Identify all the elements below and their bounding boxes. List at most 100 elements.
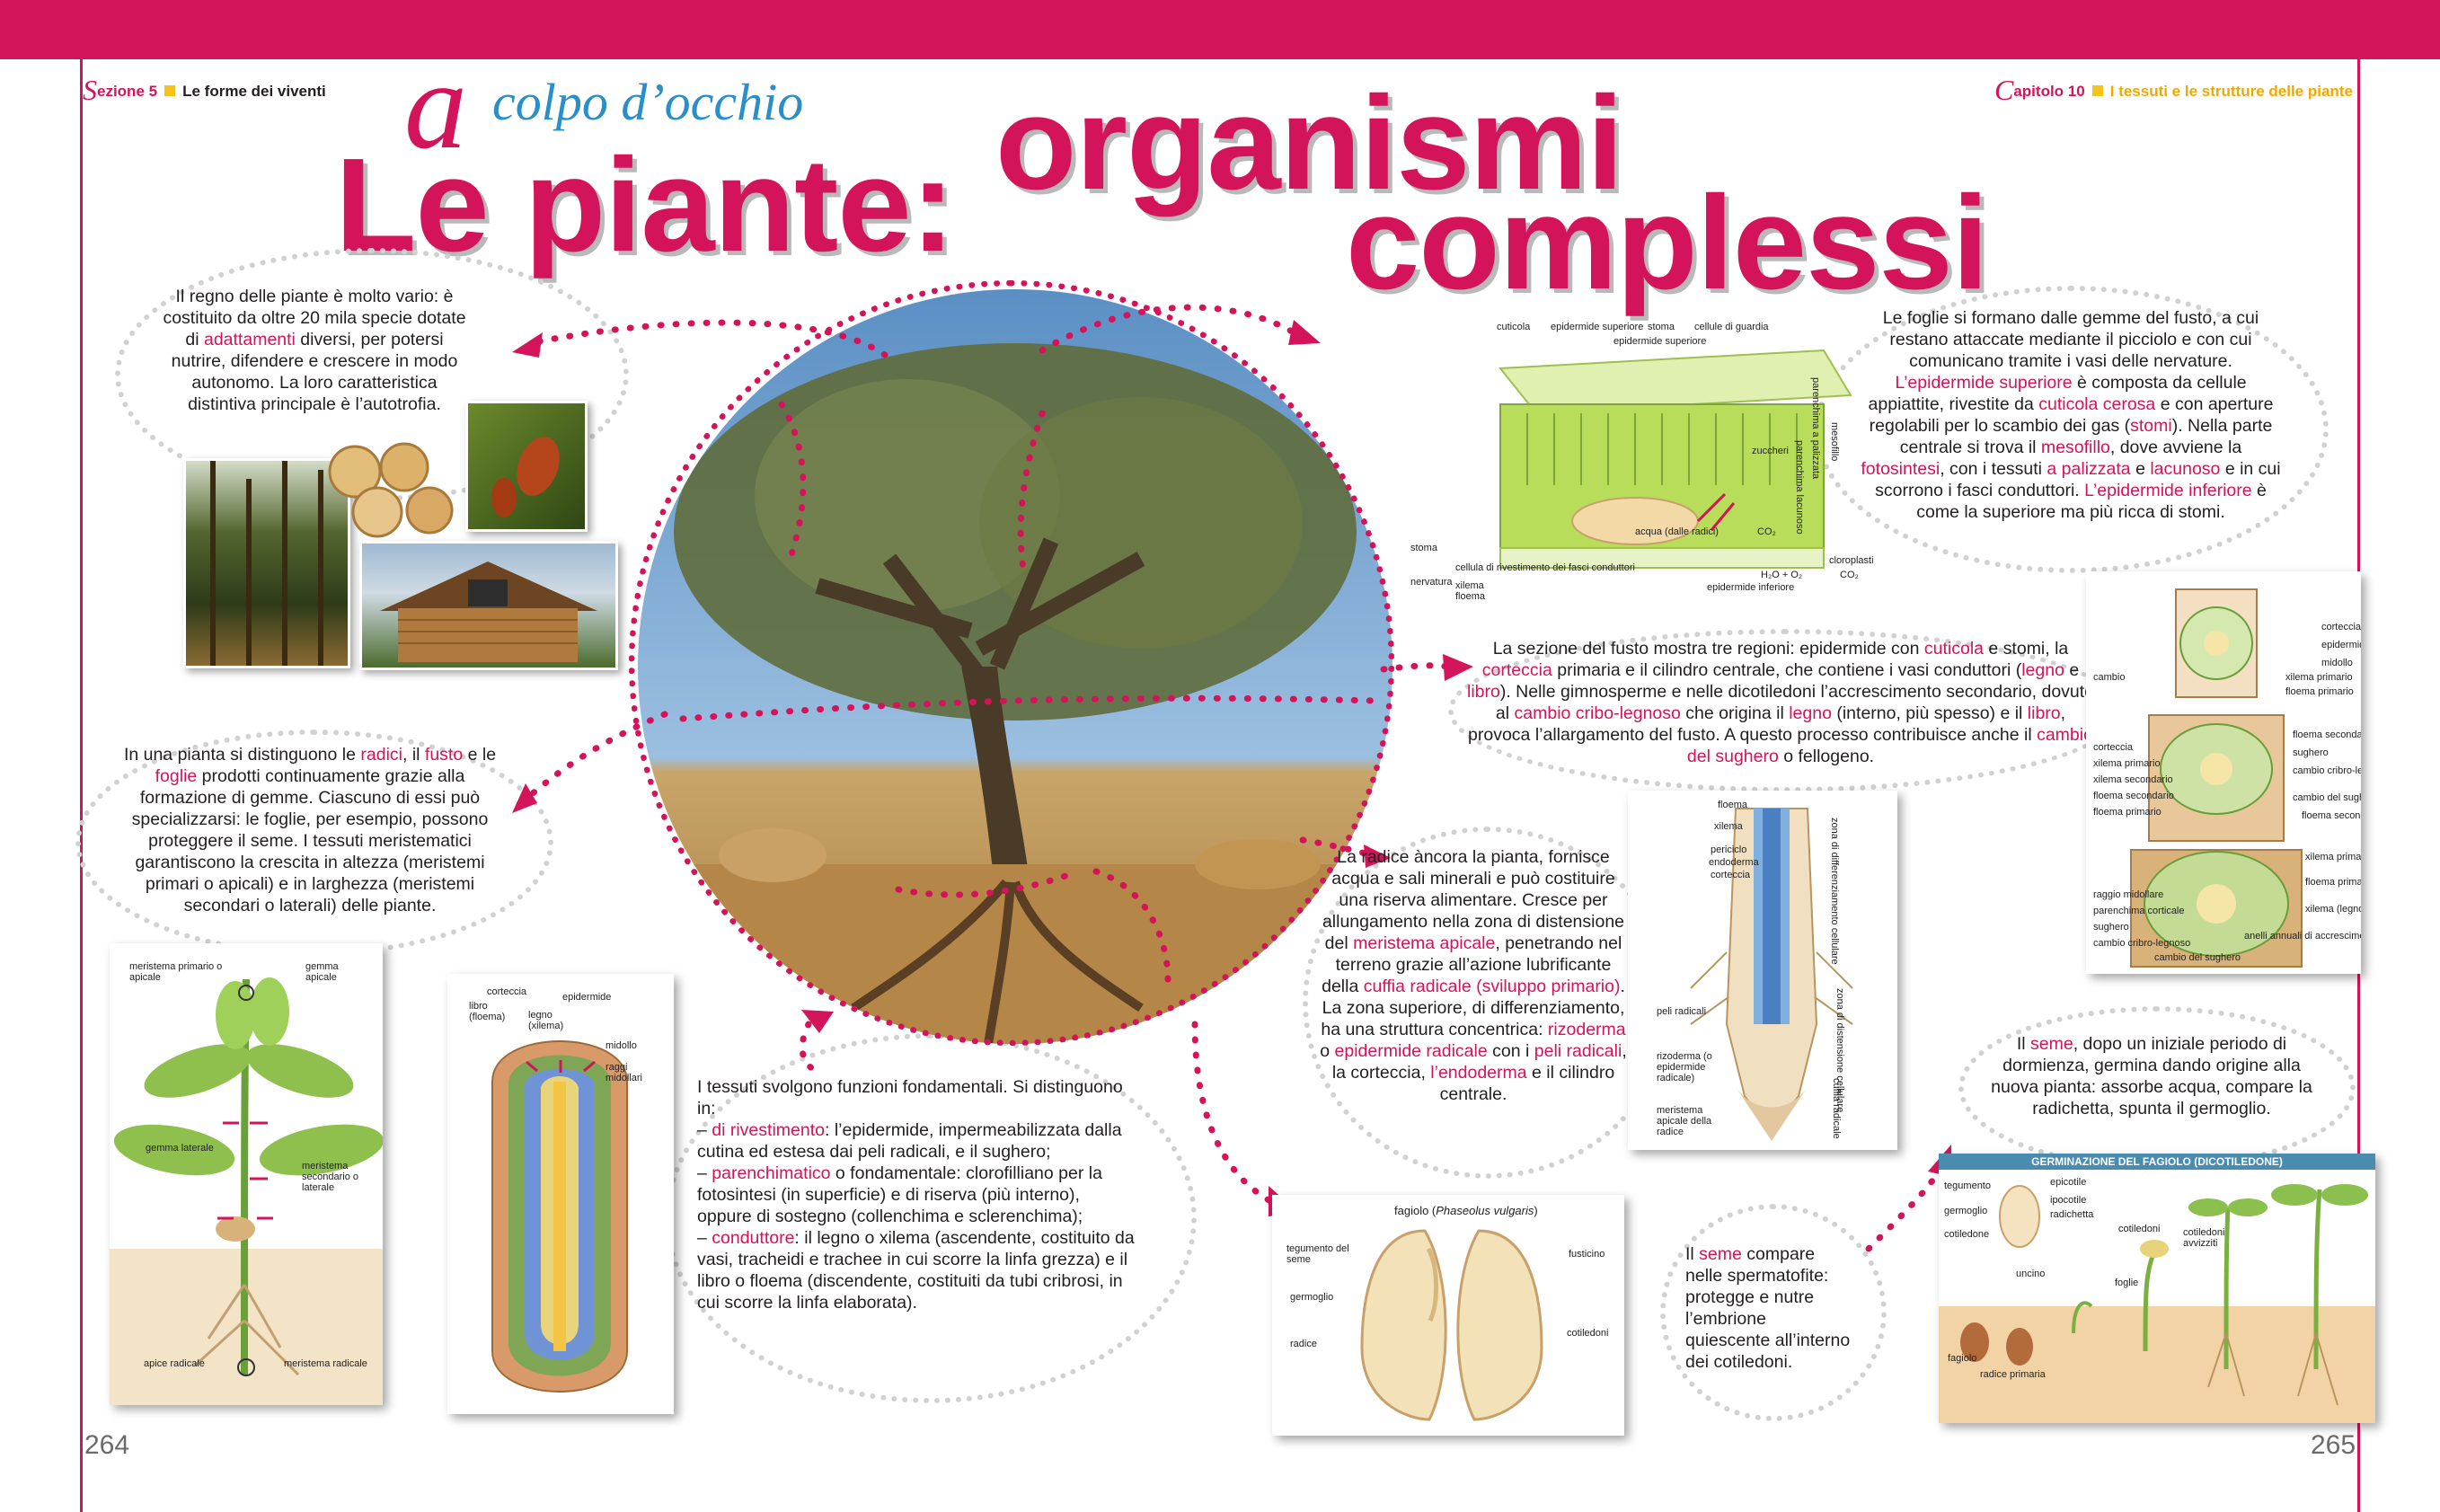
diagram-label: midollo xyxy=(2321,658,2353,668)
diagram-label: epidermide superiore xyxy=(1551,322,1644,332)
diagram-label: fagiolo xyxy=(1948,1353,1977,1364)
diagram-label: zona di distensione cellulare xyxy=(1834,988,1845,1113)
diagram-label: periciclo xyxy=(1711,844,1747,855)
diagram-label: foglie xyxy=(2115,1278,2139,1288)
title-line-1: Le piante: xyxy=(335,131,955,279)
diagram-label: germoglio xyxy=(1944,1206,1988,1216)
diagram-label: cambio xyxy=(2093,672,2126,683)
title-line-3: complessi xyxy=(1346,169,1989,317)
title-kicker: colpo d’occhio xyxy=(492,73,804,131)
diagram-label: cuticola xyxy=(1497,322,1531,332)
leaf-section-diagram: cuticola epidermide superiore epidermide… xyxy=(1401,314,1887,602)
diagram-label: cellula di rivestimento dei fasci condut… xyxy=(1455,562,1635,573)
title-line-2: organismi xyxy=(995,69,1623,217)
chapter-title: I tessuti e le strutture delle piante xyxy=(2109,83,2353,100)
diagram-label: floema secondario xyxy=(2293,729,2361,740)
diagram-label: xilema (legno) secondario xyxy=(2305,904,2361,915)
logs-photo xyxy=(323,440,458,539)
text-tessuti: I tessuti svolgono funzioni fondamentali… xyxy=(697,1077,1135,1313)
diagram-label: epidermide xyxy=(2321,640,2361,650)
diagram-label: cellule di guardia xyxy=(1694,322,1769,332)
diagram-label: xilema secondario xyxy=(2093,774,2173,785)
diagram-label: parenchima lacunoso xyxy=(1794,440,1805,535)
bubble-seme-bottom xyxy=(1660,1204,1887,1421)
diagram-label: floema secondario xyxy=(2302,810,2361,821)
diagram-label: zona di differenziamento cellulare xyxy=(1829,818,1840,965)
page-number-left: 264 xyxy=(84,1430,130,1460)
diagram-label: cotiledoni avvizziti xyxy=(2183,1227,2225,1249)
germination-title: GERMINAZIONE DEL FAGIOLO (DICOTILEDONE) xyxy=(1939,1154,2375,1170)
diagram-label: stoma xyxy=(1410,543,1437,553)
forest-photo xyxy=(183,458,350,668)
diagram-label: stoma xyxy=(1648,322,1675,332)
text-radice: La radice àncora la pianta, fornisce acq… xyxy=(1320,847,1627,1104)
diagram-label: gemma laterale xyxy=(146,1143,214,1154)
diagram-label: parenchima corticale xyxy=(2093,906,2185,916)
cocoa-photo xyxy=(465,401,588,532)
diagram-label: nervatura xyxy=(1410,577,1453,588)
text-seme-top: Il seme, dopo un iniziale periodo di dor… xyxy=(1991,1034,2312,1119)
diagram-label: gemma apicale xyxy=(305,961,339,983)
diagram-label: fusticino xyxy=(1569,1249,1605,1260)
diagram-label: meristema secondario o laterale xyxy=(302,1161,358,1193)
diagram-label: corteccia xyxy=(2093,742,2134,753)
diagram-label: midollo xyxy=(606,1040,637,1051)
diagram-label: parenchima a palizzata xyxy=(1810,377,1821,480)
diagram-label: tegumento xyxy=(1944,1180,1991,1191)
diagram-label: endoderma xyxy=(1709,857,1759,868)
page-number-right: 265 xyxy=(2311,1430,2356,1460)
diagram-label: radichetta xyxy=(2050,1209,2094,1220)
text-seme-bottom: Il seme compare nelle spermatofite: prot… xyxy=(1685,1244,1851,1372)
bean-title: fagiolo (Phaseolus vulgaris) xyxy=(1394,1204,1538,1217)
diagram-label: floema xyxy=(1718,800,1748,810)
tree-circle-dotted-border xyxy=(629,280,1394,1046)
diagram-label: radice primaria xyxy=(1980,1369,2046,1380)
diagram-label: cotiledoni xyxy=(2118,1224,2161,1234)
title-kicker-cap: a xyxy=(404,36,467,175)
diagram-label: germoglio xyxy=(1290,1292,1334,1303)
text-organi: In una pianta si distinguono le radici, … xyxy=(123,745,497,915)
diagram-label: sughero xyxy=(2293,747,2329,758)
stem-growth-diagram: corteccia epidermide midollo xilema prim… xyxy=(2086,571,2361,974)
diagram-label: meristema apicale della radice xyxy=(1657,1105,1712,1137)
bean-seed-diagram: fagiolo (Phaseolus vulgaris) tegumento d… xyxy=(1272,1195,1624,1436)
diagram-label: corteccia xyxy=(2321,622,2361,632)
diagram-label: epidermide inferiore xyxy=(1707,582,1795,593)
diagram-label: sughero xyxy=(2093,922,2129,933)
left-margin-line xyxy=(80,59,83,1512)
plant-meristem-diagram: meristema primario o apicale gemma apica… xyxy=(110,943,383,1405)
diagram-label: cambio del sughero xyxy=(2293,792,2361,803)
diagram-label: mesofillo xyxy=(1829,422,1840,462)
text-foglie: Le foglie si formano dalle gemme del fus… xyxy=(1861,308,2281,522)
diagram-label: floema primario xyxy=(2305,877,2361,888)
diagram-label: xilema xyxy=(1455,580,1484,591)
section-title: Le forme dei viventi xyxy=(182,83,326,100)
diagram-label: uncino xyxy=(2016,1269,2046,1279)
diagram-label: peli radicali xyxy=(1657,1006,1707,1017)
diagram-label: CO₂ xyxy=(1840,570,1859,580)
diagram-label: cotiledoni xyxy=(1567,1328,1609,1339)
root-tip-diagram: floema xilema periciclo endoderma cortec… xyxy=(1628,791,1897,1150)
diagram-label: cotiledone xyxy=(1944,1229,1990,1240)
diagram-label: raggi midollari xyxy=(606,1062,642,1083)
diagram-label: meristema radicale xyxy=(284,1358,367,1369)
diagram-label: libro (floema) xyxy=(469,1001,506,1022)
diagram-label: xilema primario xyxy=(2093,758,2161,769)
diagram-label: epidermide xyxy=(562,992,612,1003)
germination-diagram: GERMINAZIONE DEL FAGIOLO (DICOTILEDONE) … xyxy=(1939,1154,2375,1423)
diagram-label: apice radicale xyxy=(144,1358,205,1369)
diagram-label: cambio del sughero xyxy=(2154,952,2241,963)
diagram-label: legno (xilema) xyxy=(528,1010,564,1031)
diagram-label: meristema primario o apicale xyxy=(129,961,223,983)
diagram-label: raggio midollare xyxy=(2093,889,2164,900)
diagram-label: rizoderma (o epidermide radicale) xyxy=(1657,1051,1712,1083)
text-fusto: La sezione del fusto mostra tre regioni:… xyxy=(1466,639,2095,766)
diagram-label: xilema primario xyxy=(2285,672,2353,683)
diagram-label: corteccia xyxy=(487,986,527,997)
diagram-label: xilema primario xyxy=(2305,852,2361,862)
diagram-label: ipocotile xyxy=(2050,1195,2087,1206)
diagram-label: floema primario xyxy=(2093,807,2162,818)
diagram-label: floema primario xyxy=(2285,686,2354,697)
